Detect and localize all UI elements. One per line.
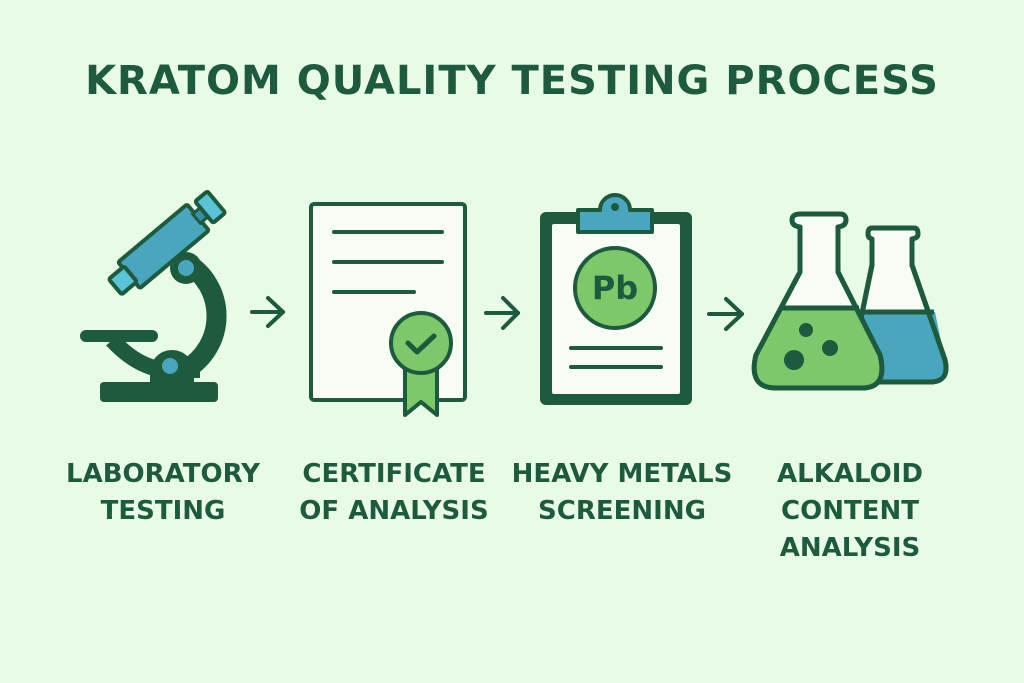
label-line: SCREENING — [538, 496, 706, 526]
step-label-laboratory-testing: LABORATORY TESTING — [48, 456, 278, 530]
label-line: TESTING — [100, 496, 226, 526]
label-line: CONTENT — [781, 496, 919, 526]
label-line: LABORATORY — [66, 459, 260, 489]
arrow-right-icon — [484, 296, 520, 330]
label-line: OF ANALYSIS — [299, 496, 489, 526]
lead-badge-text: Pb — [591, 269, 639, 307]
arrow-right-icon — [707, 297, 744, 331]
step-label-heavy-metals-screening: HEAVY METALS SCREENING — [507, 456, 737, 530]
label-line: HEAVY METALS — [511, 459, 733, 489]
step-label-certificate-of-analysis: CERTIFICATE OF ANALYSIS — [279, 456, 509, 530]
step-label-alkaloid-content-analysis: ALKALOID CONTENT ANALYSIS — [735, 456, 965, 567]
page-title: KRATOM QUALITY TESTING PROCESS — [85, 58, 939, 104]
label-line: CERTIFICATE — [302, 459, 486, 489]
clipboard-icon — [540, 193, 692, 405]
label-line: ALKALOID — [777, 459, 923, 489]
certificate-icon — [309, 202, 467, 417]
arrow-right-icon — [250, 296, 285, 328]
flasks-icon — [751, 211, 949, 391]
label-line: ANALYSIS — [779, 533, 921, 563]
microscope-icon — [80, 190, 227, 402]
